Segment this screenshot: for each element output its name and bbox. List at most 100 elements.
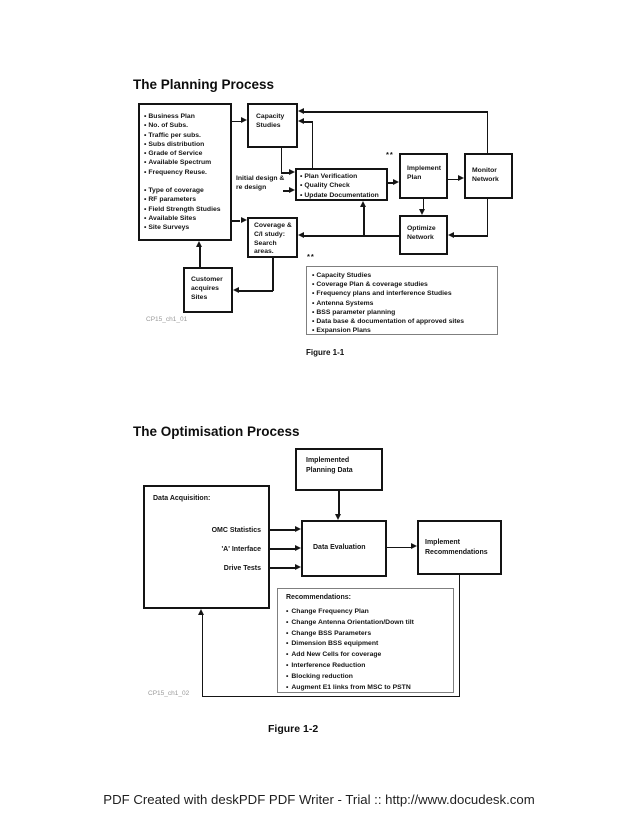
arrowhead-left (298, 117, 304, 124)
flow-line (363, 207, 365, 236)
figure-caption: Figure 1-1 (306, 348, 345, 357)
plan-verification-list: Plan VerificationQuality CheckUpdate Doc… (300, 172, 386, 200)
flow-line (272, 258, 274, 291)
list-item: Quality Check (300, 181, 386, 190)
flow-line (201, 614, 204, 697)
arrowhead-down (419, 208, 426, 215)
list-item: Expansion Plans (312, 326, 495, 335)
arrowhead-left (298, 232, 304, 239)
arrowhead-left (448, 232, 454, 239)
planning-inputs-box: Business PlanNo. of Subs.Traffic per sub… (138, 103, 232, 241)
arrowhead-up (196, 240, 202, 247)
flow-line (230, 220, 240, 222)
implemented-planning-data-label: Implemented Planning Data (306, 457, 353, 474)
coverage-study-box: Coverage & C/I study: Search areas. (247, 217, 298, 258)
list-item: Plan Verification (300, 172, 386, 181)
planning-title: The Planning Process (133, 77, 275, 92)
list-item: Blocking reduction (286, 672, 451, 683)
arrowhead-right (294, 526, 301, 533)
list-item: Available Sites (144, 214, 228, 223)
monitor-network-label: Monitor Network (472, 167, 499, 183)
implement-recommendations-box: Implement Recommendations (417, 520, 502, 575)
list-gap (144, 177, 228, 186)
flow-line (269, 548, 295, 550)
list-item: Traffic per subs. (144, 131, 228, 140)
monitor-network-box: Monitor Network (464, 153, 513, 199)
data-evaluation-label: Data Evaluation (313, 544, 366, 552)
optimize-network-label: Optimize Network (407, 225, 436, 241)
arrowhead-right (457, 175, 464, 182)
list-item: Change BSS Parameters (286, 629, 451, 640)
arrowhead-right (392, 178, 399, 185)
list-item: Type of coverage (144, 186, 228, 195)
data-acquisition-box: Data Acquisition: OMC Statistics 'A' Inte… (143, 485, 270, 609)
list-item: Update Documentation (300, 191, 386, 200)
list-item: No. of Subs. (144, 121, 228, 130)
arrowhead-up (359, 200, 366, 207)
coverage-study-label: Coverage & C/I study: Search areas. (254, 222, 292, 256)
list-item: Business Plan (144, 112, 228, 121)
list-item: OMC Statistics (211, 527, 261, 534)
list-item: Available Spectrum (144, 158, 228, 167)
capacity-studies-box: Capacity Studies (247, 103, 298, 148)
initial-design-label: Initial design & re design (236, 175, 285, 191)
flow-line (201, 695, 461, 698)
list-item: Subs distribution (144, 140, 228, 149)
flow-line (486, 199, 489, 236)
list-item: Capacity Studies (312, 271, 495, 280)
list-item: Frequency Reuse. (144, 168, 228, 177)
planning-notes-list: Capacity StudiesCoverage Plan & coverage… (312, 271, 495, 335)
list-item: Data base & documentation of approved si… (312, 317, 495, 326)
list-item: Field Strength Studies (144, 205, 228, 214)
arrowhead-up (198, 608, 205, 615)
arrowhead-left (298, 107, 304, 114)
implement-recommendations-label: Implement Recommendations (425, 538, 488, 556)
arrowhead-right (288, 168, 295, 175)
flow-line (448, 178, 459, 181)
arrowhead-right (240, 117, 247, 124)
flow-line (454, 235, 488, 237)
double-asterisk-label: ** (386, 150, 394, 159)
implement-plan-label: Implement Plan (407, 165, 441, 181)
flow-line (280, 148, 283, 173)
list-item: Drive Tests (223, 565, 261, 572)
list-item: Coverage Plan & coverage studies (312, 280, 495, 289)
drawing-id: CP15_ch1_02 (148, 690, 190, 697)
data-acquisition-label: Data Acquisition: (153, 495, 211, 502)
flow-line (269, 567, 295, 569)
arrowhead-left (233, 286, 239, 293)
data-evaluation-box: Data Evaluation (301, 520, 387, 577)
recommendations-label: Recommendations: (286, 594, 351, 601)
flow-line (199, 247, 201, 267)
figure-caption: Figure 1-2 (268, 723, 319, 735)
flow-line (304, 121, 313, 123)
flow-line (386, 546, 411, 549)
list-item: BSS parameter planning (312, 308, 495, 317)
customer-sites-box: Customer acquires Sites (183, 267, 233, 313)
list-item: Add New Cells for coverage (286, 650, 451, 661)
flow-line (387, 182, 394, 184)
list-item: Interference Reduction (286, 661, 451, 672)
list-item: Antenna Systems (312, 299, 495, 308)
list-item: Change Antenna Orientation/Down tilt (286, 618, 451, 629)
flow-line (269, 529, 295, 531)
flow-line (283, 190, 289, 192)
inputs-list-1: Business PlanNo. of Subs.Traffic per sub… (144, 112, 228, 177)
optimisation-title: The Optimisation Process (133, 424, 300, 439)
flow-line (280, 172, 290, 174)
flow-line (338, 491, 340, 514)
flow-line (311, 122, 314, 168)
list-item: 'A' Interface (221, 546, 261, 553)
list-item: Augment E1 links from MSC to PSTN (286, 683, 451, 694)
flow-line (304, 111, 488, 113)
list-item: Frequency plans and interference Studies (312, 289, 495, 298)
flow-line (238, 290, 273, 292)
implement-plan-box: Implement Plan (399, 153, 448, 199)
double-asterisk-label: ** (307, 252, 315, 261)
plan-verification-box: Plan VerificationQuality CheckUpdate Doc… (295, 168, 388, 201)
planning-notes-box: Capacity StudiesCoverage Plan & coverage… (306, 266, 498, 335)
customer-sites-label: Customer acquires Sites (191, 276, 223, 301)
arrowhead-right (294, 564, 301, 571)
list-item: Site Surveys (144, 223, 228, 232)
